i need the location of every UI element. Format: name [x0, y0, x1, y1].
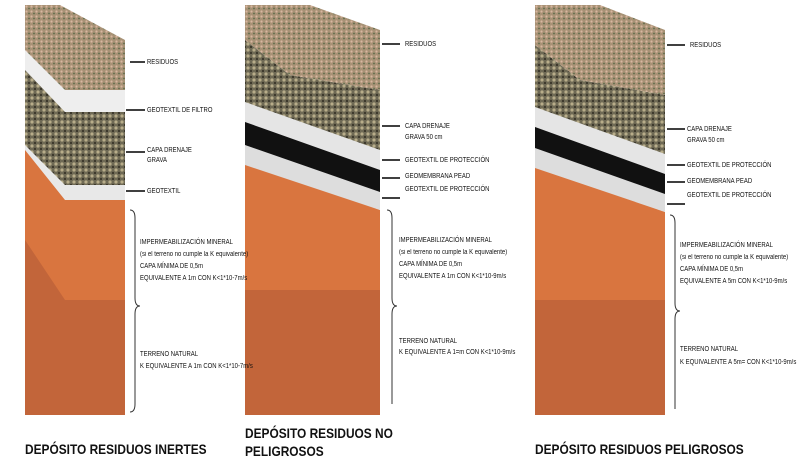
- label-terreno-1: K EQUIVALENTE A 5m= CON K<1*10-9m/s: [680, 359, 797, 366]
- label-mineral-1: (si el terreno no cumple la K equivalent…: [399, 249, 508, 256]
- label-geomembrana: GEOMEMBRANA PEAD: [687, 178, 753, 185]
- geotextil-layer: [535, 145, 665, 212]
- geotextil-layer: [535, 105, 665, 174]
- label-mineral-0: IMPERMEABILIZACIÓN MINERAL: [399, 237, 492, 244]
- label-geotextil-proteccion: GEOTEXTIL DE PROTECCIÓN: [687, 192, 772, 199]
- label-terreno-1: K EQUIVALENTE A 1=m CON K<1*10-9m/s: [399, 349, 516, 356]
- label-capa-drenaje: CAPA DRENAJE: [405, 123, 450, 130]
- label-capa-drenaje: CAPA DRENAJE: [687, 126, 732, 133]
- label-geotextil-proteccion: GEOTEXTIL DE PROTECCIÓN: [687, 162, 772, 169]
- column-peligrosos: [535, 5, 685, 415]
- label-residuos: RESIDUOS: [405, 41, 437, 48]
- label-terreno-0: TERRENO NATURAL: [140, 351, 199, 358]
- geotextil-layer: [245, 100, 380, 170]
- label-capa-drenaje: CAPA DRENAJE: [147, 147, 192, 154]
- title-no-peligrosos-line2: PELIGROSOS: [245, 443, 324, 459]
- residuos-layer: [245, 5, 380, 90]
- label-grava: GRAVA 50 cm: [687, 137, 725, 144]
- label-mineral-2: CAPA MÍNIMA DE 0,5m: [680, 266, 744, 273]
- label-mineral-2: CAPA MÍNIMA DE 0,5m: [140, 263, 204, 270]
- mineral-layer: [245, 160, 380, 290]
- title-inertes: DEPÓSITO RESIDUOS INERTES: [25, 441, 207, 457]
- label-mineral-0: IMPERMEABILIZACIÓN MINERAL: [140, 239, 233, 246]
- title-peligrosos: DEPÓSITO RESIDUOS PELIGROSOS: [535, 441, 744, 457]
- label-mineral-3: EQUIVALENTE A 1m CON K<1*10-9m/s: [399, 273, 507, 280]
- label-residuos: RESIDUOS: [147, 59, 179, 66]
- label-geotextil-proteccion: GEOTEXTIL DE PROTECCIÓN: [405, 157, 490, 164]
- geotextil-layer: [245, 140, 380, 210]
- geotextil-filtro-layer: [25, 45, 125, 112]
- label-mineral-2: CAPA MÍNIMA DE 0,5m: [399, 261, 463, 268]
- label-mineral-3: EQUIVALENTE A 5m CON K<1*10-9m/s: [680, 278, 788, 285]
- grava-layer: [535, 45, 665, 154]
- label-terreno-0: TERRENO NATURAL: [399, 338, 458, 345]
- label-mineral-0: IMPERMEABILIZACIÓN MINERAL: [680, 242, 773, 249]
- label-mineral-1: (si el terreno no cumple la K equivalent…: [140, 251, 249, 258]
- title-no-peligrosos-line1: DEPÓSITO RESIDUOS NO: [245, 425, 393, 441]
- label-geotextil-proteccion: GEOTEXTIL DE PROTECCIÓN: [405, 186, 490, 193]
- label-grava: GRAVA: [147, 157, 167, 164]
- residuos-layer: [535, 5, 665, 95]
- mineral-layer: [535, 165, 665, 300]
- mineral-layer: [25, 145, 125, 300]
- geomembrana-layer: [245, 120, 380, 192]
- label-terreno-1: K EQUIVALENTE A 1m CON K<1*10-7m/s: [140, 363, 253, 370]
- label-mineral-3: EQUIVALENTE A 1m CON K<1*10-7m/s: [140, 275, 248, 282]
- label-mineral-1: (si el terreno no cumple la K equivalent…: [680, 254, 789, 261]
- column-inertes: [25, 5, 145, 415]
- label-residuos: RESIDUOS: [690, 42, 722, 49]
- residuos-layer: [25, 5, 125, 90]
- geomembrana-layer: [535, 125, 665, 194]
- grava-layer: [245, 40, 380, 150]
- label-grava: GRAVA 50 cm: [405, 134, 443, 141]
- label-geomembrana: GEOMEMBRANA PEAD: [405, 173, 471, 180]
- label-terreno-0: TERRENO NATURAL: [680, 346, 739, 353]
- label-geotextil: GEOTEXTIL: [147, 188, 181, 195]
- column-no-peligrosos: [245, 5, 400, 415]
- label-geotextil-filtro: GEOTEXTIL DE FILTRO: [147, 107, 213, 114]
